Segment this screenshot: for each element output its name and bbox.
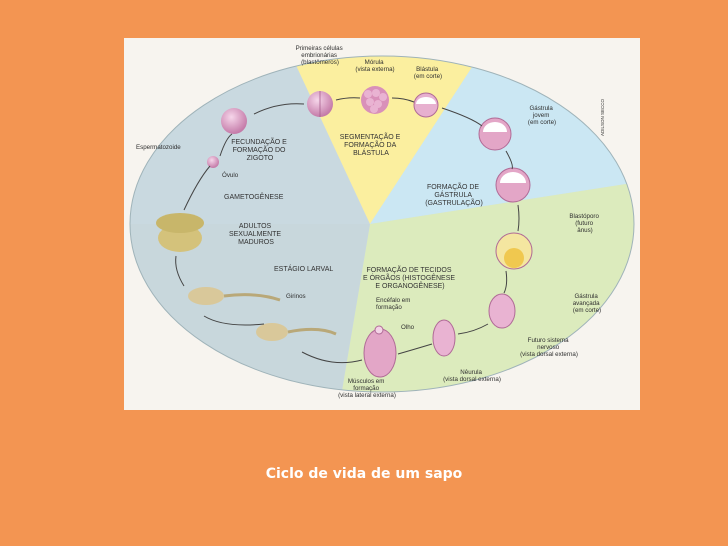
young-gastrula-label: Gástrula jovem (em corte) [528,105,556,126]
morula-label: Mórula (vista externa) [355,59,394,73]
muscles-label: Músculos em formação (vista lateral exte… [338,378,396,399]
advanced-gastrula-label: Gástrula avançada (em corte) [573,293,602,314]
first-cells-label: Primeiras células embrionárias (blastôme… [296,45,345,66]
neurula-label: Nêurula (vista dorsal externa) [443,369,501,383]
fertilization-label: FECUNDAÇÃO E FORMAÇÃO DO ZIGOTO [231,137,289,162]
cycle-ellipse [129,55,635,393]
credit-label: ADILSON SECCO [600,98,605,136]
organogenesis-label: FORMAÇÃO DE TECIDOS E ÓRGÃOS (HISTOGÊNES… [363,265,457,290]
brain-label: Encéfalo em formação [376,297,412,311]
gastrulation-label: FORMAÇÃO DE GÁSTRULA (GASTRULAÇÃO) [425,182,483,207]
tadpole-large-drawing [188,287,224,305]
sperm-label: Espermatozoide [136,144,181,151]
cycle-arrows [175,97,520,364]
ovum-drawing [207,156,219,168]
eye-label: Olho [401,324,415,331]
tadpole-small-drawing [256,323,288,341]
segmentation-sector [274,56,504,224]
zygote-drawing [221,108,247,134]
future-nervous-label: Futuro sistema nervoso (vista dorsal ext… [520,337,578,358]
muscle-embryo-drawing [363,328,397,378]
adults-label: ADULTOS SEXUALMENTE MADUROS [229,223,283,246]
blastula-drawing [413,92,439,118]
blastula-label: Blástula (em corte) [414,66,442,80]
slide-caption: Ciclo de vida de um sapo [265,466,463,482]
gametogenesis-label: GAMETOGÊNESE [224,192,284,201]
frog-life-cycle-image: SEGMENTAÇÃO E FORMAÇÃO DA BLÁSTULA FORMA… [124,38,640,410]
segmentation-label: SEGMENTAÇÃO E FORMAÇÃO DA BLÁSTULA [340,132,403,157]
tadpoles-label: Girinos [286,293,306,300]
neurula-drawing [432,319,456,357]
blastopore-label: Blastóporo (futuro ânus) [569,213,600,234]
ovum-label: Óvulo [222,172,239,179]
future-nervous-drawing [488,293,516,329]
larval-label: ESTÁGIO LARVAL [274,264,333,273]
